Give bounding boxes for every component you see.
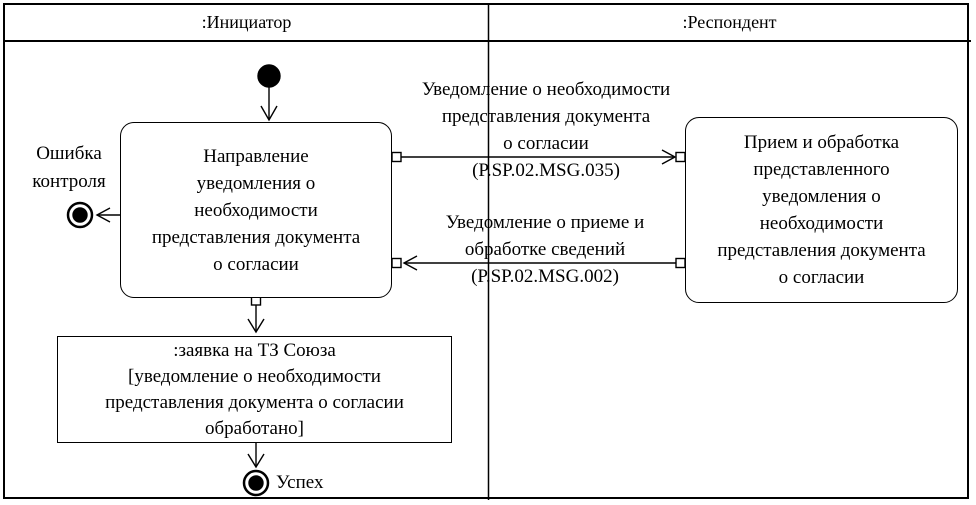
success-final-node-core — [248, 475, 264, 491]
error-arrow-head — [95, 207, 111, 223]
lane-respondent-label: :Респондент — [682, 12, 777, 32]
lane-initiator-label: :Инициатор — [201, 12, 292, 32]
object-arrow-head — [247, 318, 265, 334]
object-node-application: :заявка на ТЗ Союза [уведомление о необх… — [57, 336, 452, 443]
action-receive-notification: Прием и обработка представленного уведом… — [685, 117, 958, 303]
lane-header-initiator: :Инициатор — [5, 5, 488, 42]
request-arrow-head — [661, 149, 677, 165]
error-final-node-core — [72, 207, 88, 223]
request-edge-label: Уведомление о необходимости представлени… — [421, 79, 671, 181]
response-arrow-head — [402, 255, 418, 271]
response-pin-left — [391, 257, 402, 269]
success-arrow-head — [247, 453, 265, 469]
initial-arrow-head — [260, 105, 278, 122]
error-final-label: Ошибка контроля — [32, 143, 106, 192]
success-final-label: Успех — [276, 472, 324, 493]
response-edge-label: Уведомление о приеме и обработке сведени… — [445, 212, 645, 287]
action-send-notification: Направление уведомления о необходимости … — [120, 122, 392, 298]
initial-node — [257, 64, 281, 88]
lane-header-respondent: :Респондент — [488, 5, 971, 42]
